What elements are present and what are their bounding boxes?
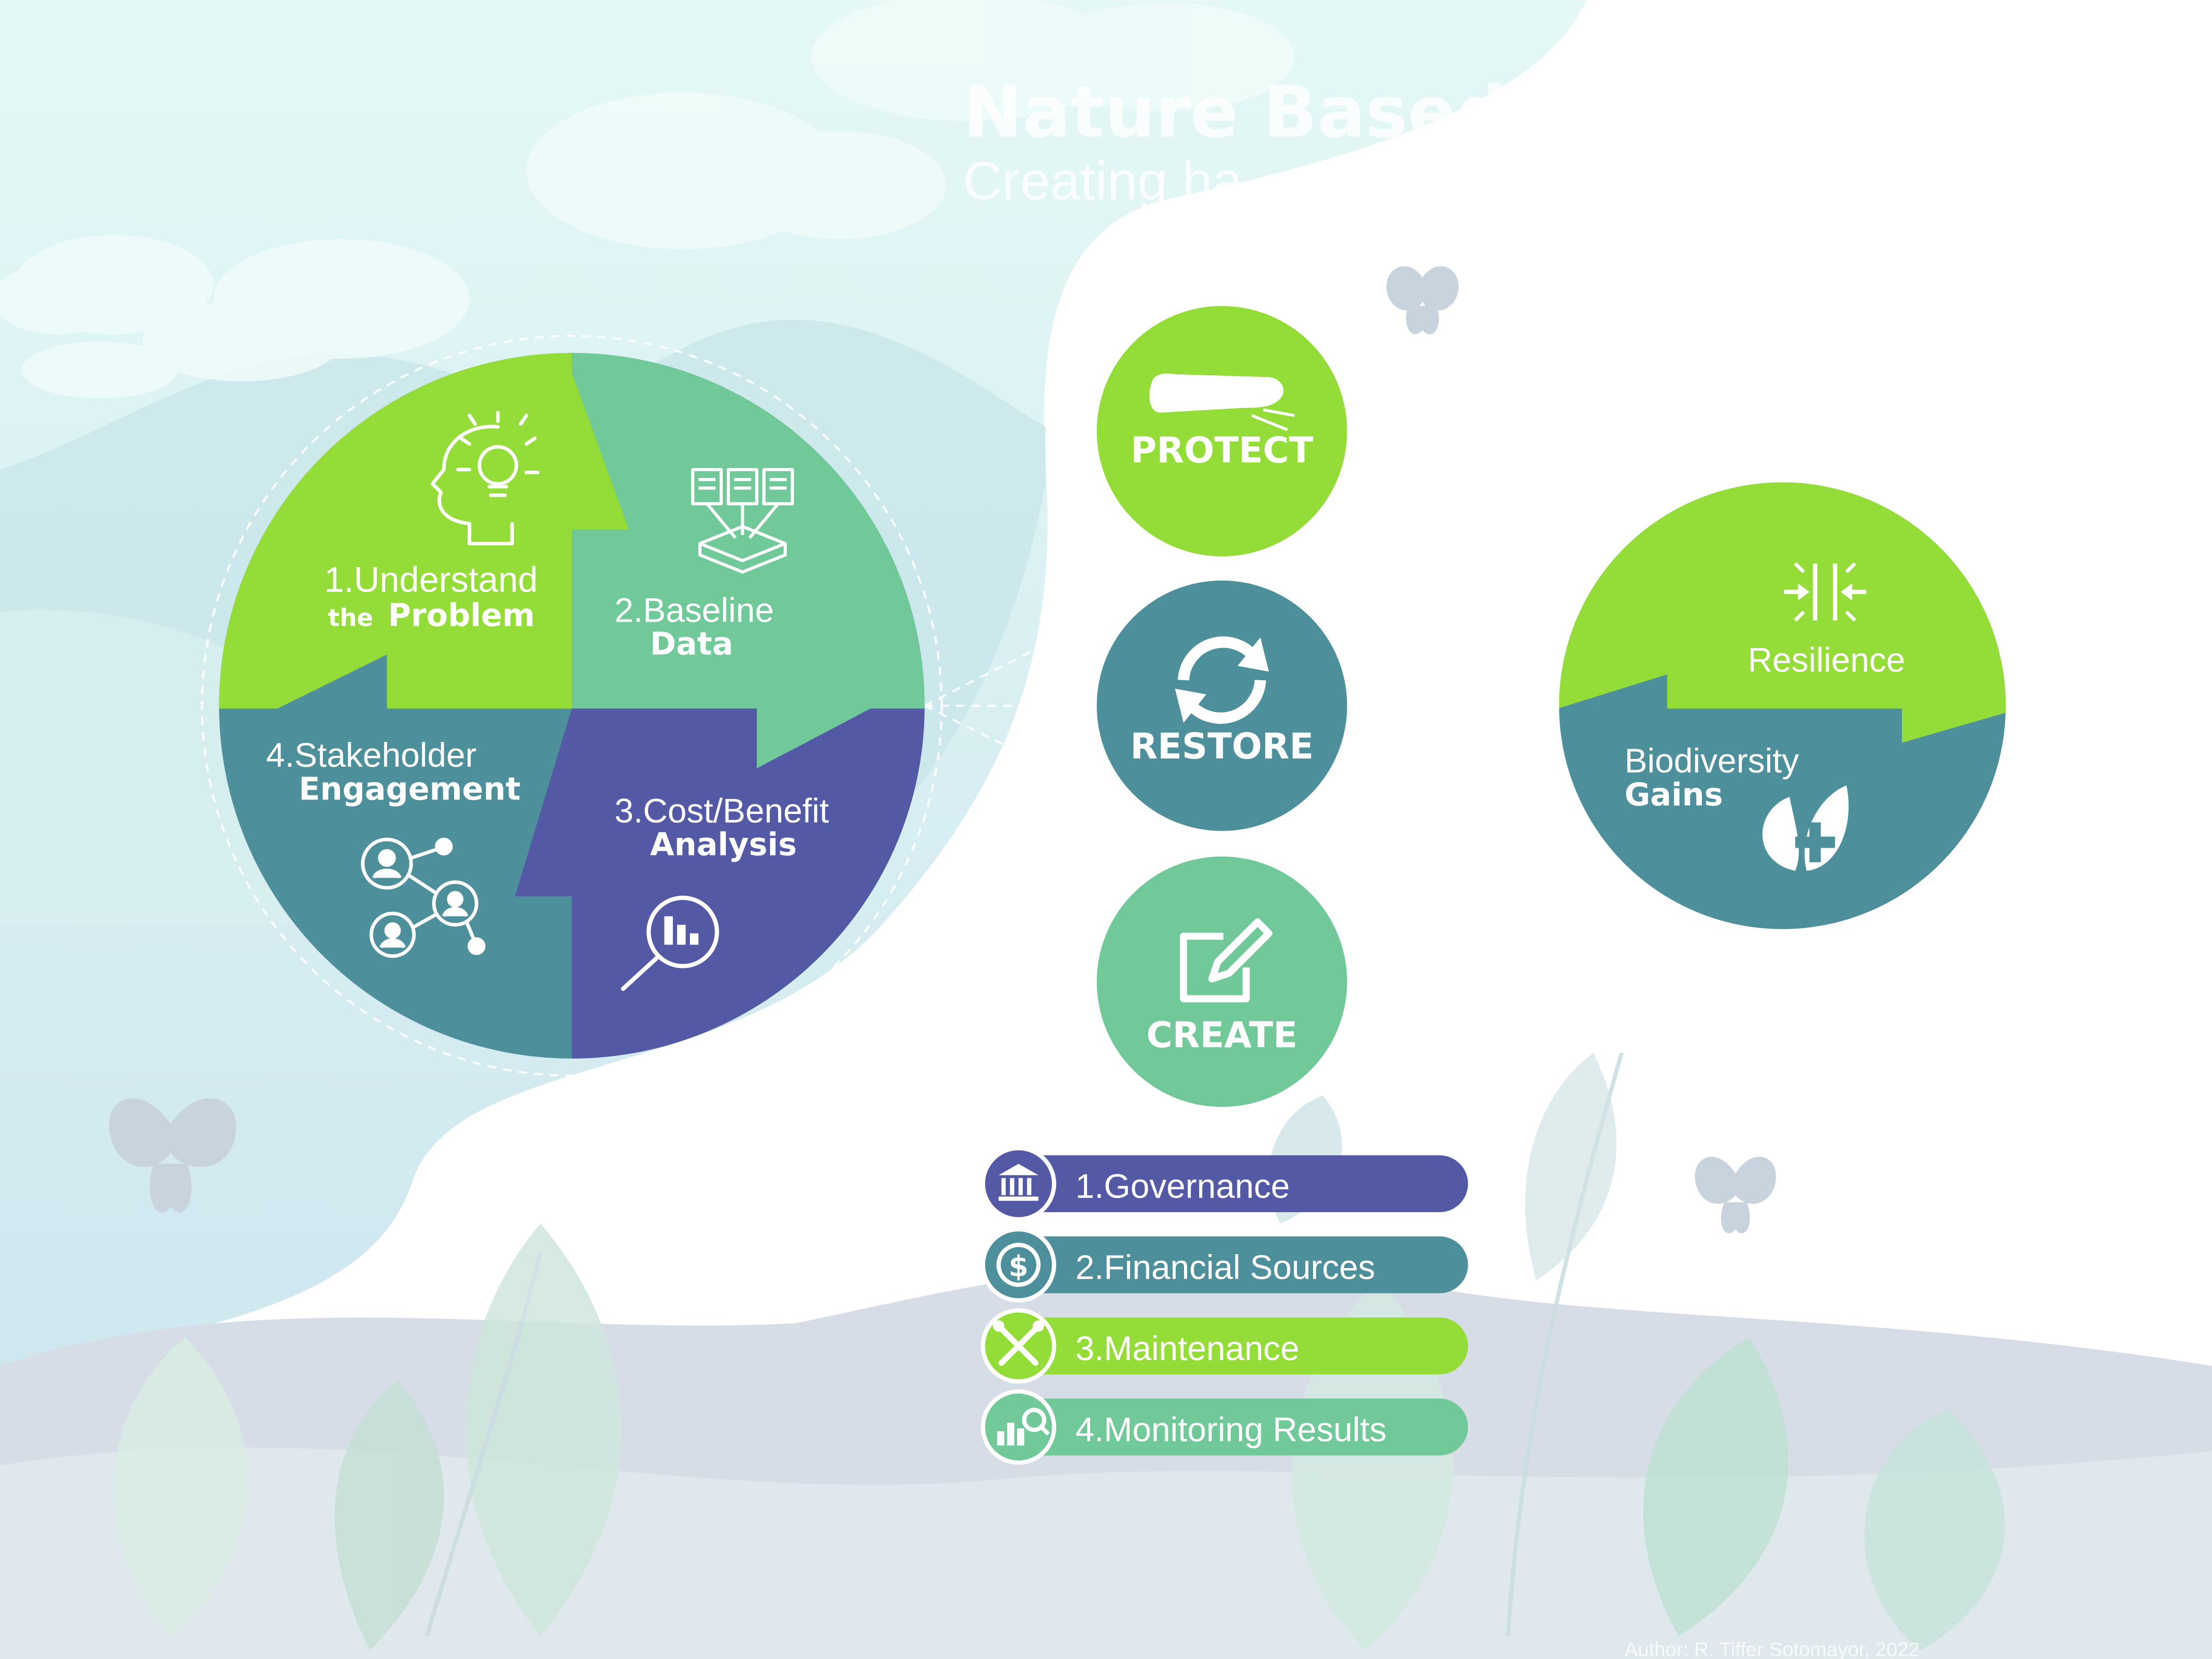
page-subtitle: Creating ha	[963, 151, 1243, 211]
stakeholder-network-icon	[361, 837, 486, 958]
q1-label-line2: the Problem	[328, 598, 535, 634]
q2-label-line1: 2.Baseline	[614, 591, 774, 629]
monitoring-label: 4.Monitoring Results	[1076, 1410, 1387, 1449]
factor-monitoring: 4.Monitoring Results	[981, 1389, 1468, 1465]
biodiversity-label-line2: Gains	[1625, 777, 1723, 813]
tools-icon	[993, 1320, 1045, 1366]
biodiversity-label-line1: Biodiversity	[1625, 741, 1799, 780]
butterfly-icon	[109, 1098, 236, 1213]
governance-label: 1.Governance	[1076, 1167, 1290, 1205]
butterfly-icon	[1695, 1157, 1777, 1233]
protect-label: PROTECT	[1131, 430, 1313, 471]
dollar-icon: $	[996, 1243, 1041, 1287]
q2-label-line2: Data	[650, 626, 733, 662]
q3-label-line1: 3.Cost/Benefit	[614, 791, 829, 830]
compress-arrows-icon	[1784, 562, 1867, 622]
restore-label: RESTORE	[1130, 726, 1314, 767]
action-protect: PROTECT	[1096, 306, 1347, 557]
financial-label: 2.Financial Sources	[1076, 1248, 1375, 1286]
action-create: CREATE	[1096, 856, 1347, 1107]
idea-head-icon	[430, 411, 540, 545]
page-title: Nature Based S	[963, 72, 1583, 154]
create-label: CREATE	[1146, 1015, 1297, 1056]
analysis-magnifier-icon	[621, 895, 720, 991]
factor-financial: $ 2.Financial Sources	[981, 1227, 1468, 1303]
factor-list: 1.Governance $ 2.Financial Sources 3.Mai…	[981, 1146, 1468, 1465]
butterfly-icon	[1386, 266, 1459, 334]
title-block: Nature Based S Creating ha	[963, 72, 1583, 212]
guide-lines	[201, 334, 1082, 1077]
refresh-icon	[1175, 636, 1269, 724]
factor-maintenance: 3.Maintenance	[981, 1308, 1468, 1384]
hand-icon	[1149, 373, 1295, 431]
outcome-circle: Resilience Biodiversity Gains	[1559, 482, 2006, 930]
author-credit: Author: R. Tiffer Sotomayor, 2022	[1625, 1638, 1920, 1659]
resilience-segment	[1559, 482, 2006, 743]
data-documents-icon	[691, 468, 794, 574]
institution-icon	[998, 1163, 1039, 1201]
monitoring-icon	[997, 1408, 1050, 1446]
q4-label-line1: 4.Stakeholder	[266, 736, 476, 774]
q4-label-line2: Engagement	[299, 771, 520, 807]
q1-label-line1: 1.Understand	[324, 560, 538, 600]
leaf-plus-icon	[1762, 785, 1849, 871]
resilience-label: Resilience	[1748, 640, 1905, 679]
svg-text:$: $	[1009, 1250, 1028, 1283]
q3-label-line2: Analysis	[650, 826, 797, 863]
action-restore: RESTORE	[1096, 580, 1347, 831]
edit-icon	[1180, 918, 1273, 1003]
process-cycle: 1.Understand the Problem 2.Baseline Data…	[219, 353, 925, 1059]
clouds	[0, 0, 1295, 399]
factor-governance: 1.Governance	[981, 1146, 1468, 1221]
maintenance-label: 3.Maintenance	[1076, 1329, 1300, 1368]
